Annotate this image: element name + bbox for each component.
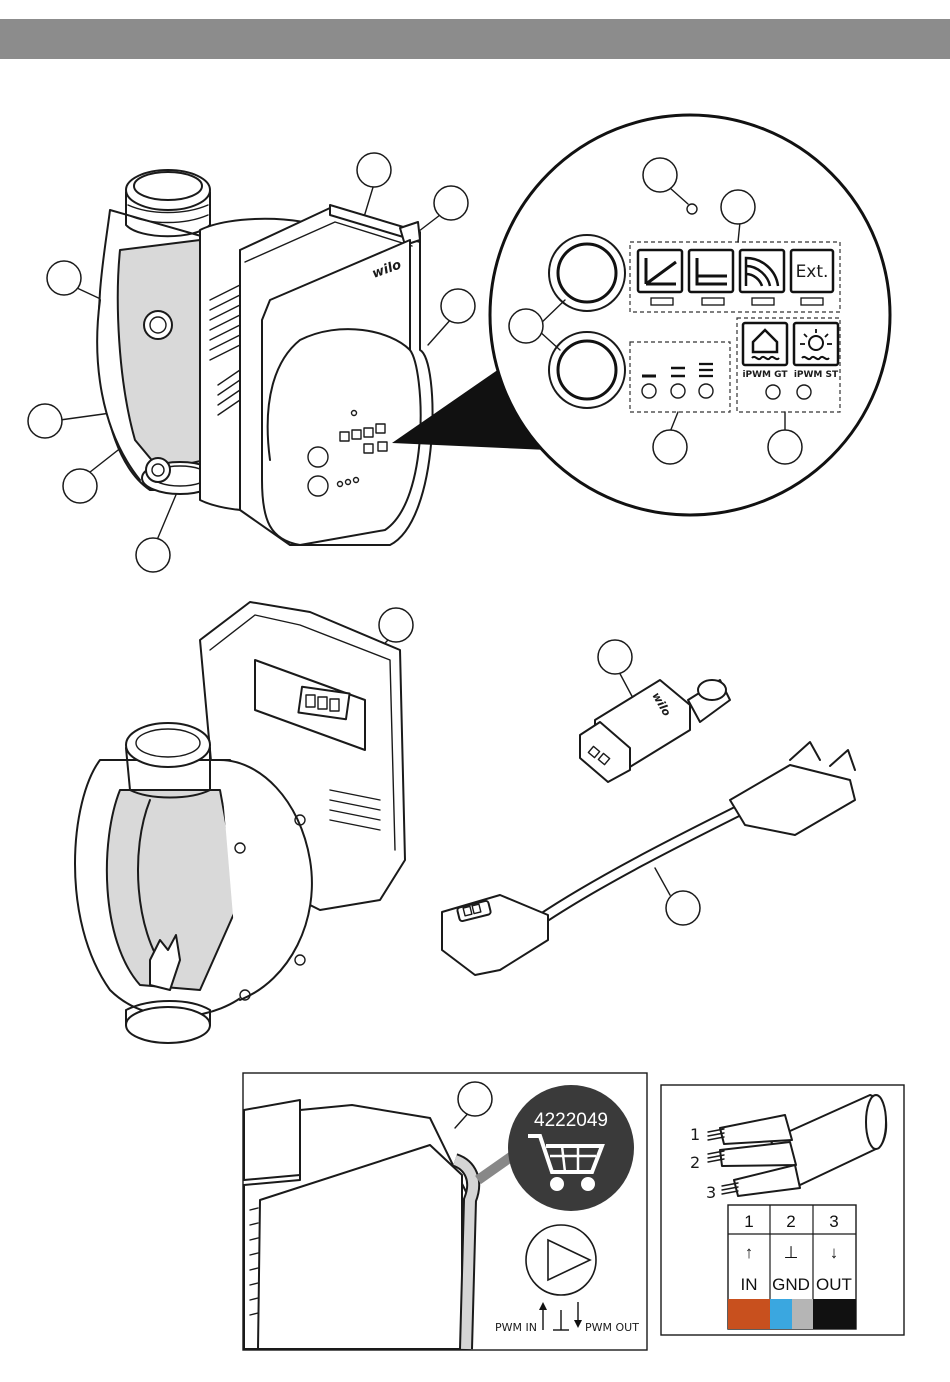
pin-name-in: IN xyxy=(741,1275,758,1294)
pwm-in-label: PWM IN xyxy=(495,1321,537,1334)
ipwm-st-label: iPWM ST xyxy=(794,370,839,380)
wire-label-1: 1 xyxy=(690,1125,700,1144)
wire-label-3: 3 xyxy=(706,1183,716,1202)
wiring-detail-box: 1 2 3 1 2 3 ↑ ⊥ ↓ IN GND OUT xyxy=(661,1085,904,1335)
wire-color-in xyxy=(728,1299,770,1329)
wire-color-gnd-grey xyxy=(792,1299,813,1329)
callout-connector xyxy=(598,640,632,674)
pump-top: wilo xyxy=(60,170,548,545)
ipwm-gt-label: iPWM GT xyxy=(742,370,788,380)
ext-label: Ext. xyxy=(796,262,829,282)
pin-name-out: OUT xyxy=(816,1275,852,1294)
article-number: 4222049 xyxy=(534,1110,608,1131)
pin-name-gnd: GND xyxy=(772,1275,810,1294)
pin-number-1: 1 xyxy=(744,1212,753,1231)
control-panel-zoom: Ext. iPWM GT xyxy=(490,115,890,515)
callout-cable xyxy=(666,891,700,925)
pin-number-2: 2 xyxy=(786,1212,795,1231)
pin-arrow-in: ↑ xyxy=(745,1243,754,1262)
signal-cable xyxy=(442,742,855,975)
pin-arrow-gnd: ⊥ xyxy=(784,1243,799,1262)
wire-color-gnd-blue xyxy=(770,1299,792,1329)
wire-color-out xyxy=(813,1299,856,1329)
wire-label-2: 2 xyxy=(690,1153,700,1172)
pin-arrow-out: ↓ xyxy=(830,1243,839,1262)
connector-plug: wilo xyxy=(580,670,730,782)
accessory-badge: 4222049 xyxy=(508,1085,634,1211)
callout-module-plug xyxy=(379,608,413,642)
callout-cable-mounted xyxy=(458,1082,492,1116)
pump-rear-view xyxy=(75,602,405,1043)
pwm-out-label: PWM OUT xyxy=(585,1321,639,1334)
pump-symbol-icon xyxy=(526,1225,596,1295)
pin-table: 1 2 3 ↑ ⊥ ↓ IN GND OUT xyxy=(728,1205,856,1329)
pin-number-3: 3 xyxy=(829,1212,838,1231)
